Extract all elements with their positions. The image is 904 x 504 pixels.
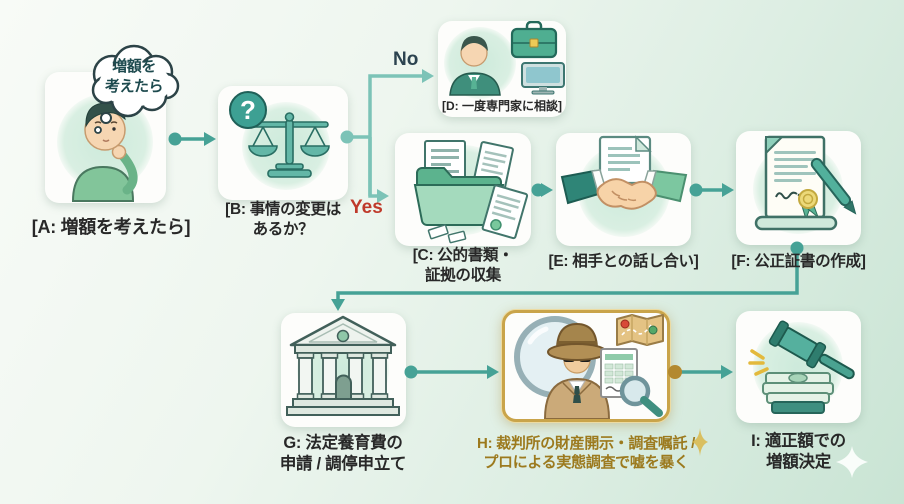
node-i-card bbox=[736, 311, 861, 423]
node-h-label: H: 裁判所の財産開示・調査嘱託 / プロによる実態調査で嘘を暴く bbox=[477, 435, 695, 471]
node-g-card bbox=[281, 313, 406, 427]
node-b-card: ? bbox=[218, 86, 348, 200]
detective-icon bbox=[514, 314, 664, 419]
node-b-label: [B: 事情の変更は あるか？ bbox=[225, 201, 341, 238]
main-arrowheads bbox=[168, 132, 804, 379]
notarized-deed-icon bbox=[754, 135, 857, 231]
node-g-label: G: 法定養育費の 申請 / 調停申立て bbox=[279, 434, 407, 473]
node-e-label: [E: 相手との話し合い] bbox=[548, 253, 699, 270]
node-c-label: [C: 公的書類・ 証拠の収集 bbox=[412, 247, 514, 284]
gold-sparkle-icon bbox=[692, 428, 708, 456]
consultant-icon bbox=[449, 21, 565, 96]
question-scales-icon: ? bbox=[229, 91, 330, 178]
gold-dot bbox=[668, 365, 682, 379]
thought-bubble-icon bbox=[91, 44, 180, 134]
node-f-card bbox=[736, 131, 861, 245]
node-d-label: [D: 一度専門家に相談] bbox=[442, 99, 562, 113]
edge-label-yes: Yes bbox=[350, 197, 383, 218]
node-c-card bbox=[395, 133, 531, 246]
node-i-label: I: 適正額での 増額決定 bbox=[751, 432, 846, 471]
svg-text:?: ? bbox=[240, 95, 256, 125]
edge-label-no: No bbox=[393, 49, 419, 70]
handshake-icon bbox=[560, 135, 688, 210]
node-h-card bbox=[502, 310, 670, 422]
courthouse-icon bbox=[286, 315, 400, 416]
documents-folder-icon bbox=[413, 140, 529, 244]
node-d-card: [D: 一度専門家に相談] bbox=[438, 21, 566, 117]
branch-arrowheads bbox=[340, 69, 434, 203]
node-a-label: [A: 増額を考えたら] bbox=[31, 217, 191, 237]
thought-bubble: 増額を 考えたら bbox=[82, 44, 186, 138]
node-e-card bbox=[556, 133, 691, 246]
bubble-text: 増額を 考えたら bbox=[104, 58, 164, 95]
branch-arrows bbox=[346, 74, 422, 198]
gavel-money-icon bbox=[748, 320, 855, 414]
white-sparkle-icon bbox=[836, 446, 868, 478]
node-f-label: [F: 公正証書の作成] bbox=[731, 253, 866, 270]
